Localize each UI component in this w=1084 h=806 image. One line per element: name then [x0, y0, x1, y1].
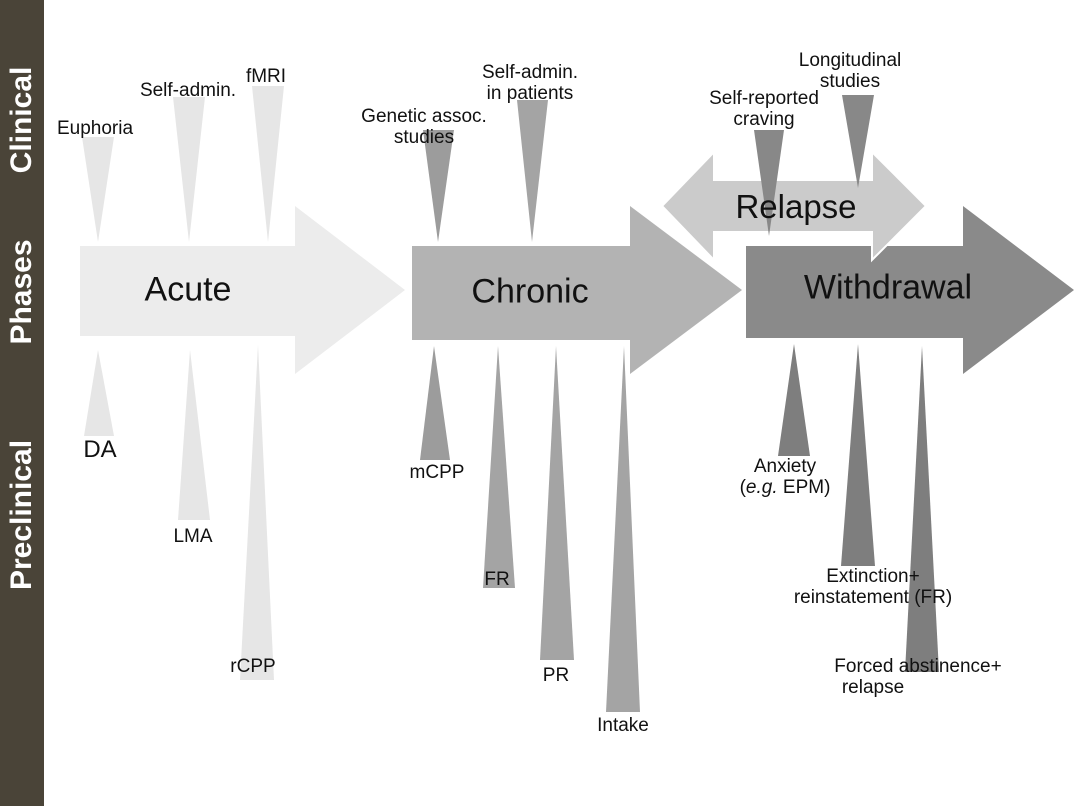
label-da: DA	[83, 436, 117, 463]
label-pr: PR	[542, 665, 570, 686]
phase-label-relapse: Relapse	[735, 188, 857, 225]
extinction-triangle	[841, 344, 875, 566]
euphoria-triangle	[82, 137, 114, 242]
forced-abstinence-triangle	[905, 346, 939, 672]
withdrawal-arrow	[746, 206, 1074, 374]
label-anxiety-rest: EPM)	[777, 477, 831, 498]
label-self-admin-patients-line1: Self-admin.	[481, 62, 579, 83]
intake-triangle	[606, 346, 640, 712]
label-fmri: fMRI	[245, 66, 287, 87]
label-craving-line2: craving	[733, 109, 795, 130]
rcpp-triangle	[240, 345, 274, 680]
label-forced-abstinence: Forced abstinence+ relapse	[834, 656, 1001, 698]
phase-label-withdrawal: Withdrawal	[803, 268, 973, 307]
label-longitudinal: Longitudinal studies	[799, 50, 901, 92]
fr-triangle	[483, 346, 515, 588]
chronic-arrow	[412, 206, 742, 374]
mcpp-triangle	[420, 346, 450, 460]
label-anxiety-eg: e.g.	[745, 477, 778, 498]
craving-triangle	[754, 130, 784, 236]
self-admin-patients-triangle	[517, 100, 548, 242]
label-forced-line2: relapse	[841, 677, 905, 698]
label-craving: Self-reported craving	[709, 88, 819, 130]
label-anxiety: Anxiety (e.g. EPM)	[740, 456, 831, 498]
side-label-phases: Phases	[5, 239, 38, 345]
label-euphoria: Euphoria	[56, 118, 134, 139]
label-genetic-line1: Genetic assoc.	[361, 106, 487, 127]
label-forced-line1: Forced abstinence+	[834, 656, 1002, 677]
label-self-admin-patients: Self-admin. in patients	[482, 62, 578, 104]
acute-arrow	[80, 206, 405, 374]
phase-label-acute: Acute	[144, 270, 232, 309]
self-admin-triangle	[173, 97, 205, 242]
side-label-preclinical: Preclinical	[5, 439, 38, 591]
label-rcpp: rCPP	[230, 656, 276, 677]
side-bar	[0, 0, 44, 806]
label-fr: FR	[484, 569, 510, 590]
label-longitudinal-line2: studies	[819, 71, 881, 92]
label-genetic-line2: studies	[393, 127, 455, 148]
label-extinction-line2: reinstatement (FR)	[793, 587, 953, 608]
phase-label-chronic: Chronic	[471, 272, 589, 311]
relapse-arrow	[660, 149, 928, 263]
label-anxiety-line2: (e.g. EPM)	[739, 477, 831, 498]
lma-triangle	[178, 350, 210, 520]
fmri-triangle	[252, 86, 284, 242]
genetic-assoc-triangle	[423, 130, 454, 242]
label-genetic-assoc: Genetic assoc. studies	[361, 106, 487, 148]
label-self-admin-patients-line2: in patients	[486, 83, 574, 104]
side-label-clinical: Clinical	[5, 66, 38, 174]
anxiety-triangle	[778, 344, 810, 456]
label-lma: LMA	[173, 526, 213, 547]
label-anxiety-line1: Anxiety	[753, 456, 817, 477]
label-extinction-line1: Extinction+	[826, 566, 920, 587]
label-craving-line1: Self-reported	[709, 88, 819, 109]
label-mcpp: mCPP	[409, 462, 465, 483]
label-self-admin: Self-admin.	[139, 80, 237, 101]
pr-triangle	[540, 346, 574, 660]
label-longitudinal-line1: Longitudinal	[798, 50, 902, 71]
da-triangle	[84, 350, 114, 436]
label-intake: Intake	[597, 715, 649, 736]
longitudinal-triangle	[842, 95, 874, 188]
label-extinction: Extinction+ reinstatement (FR)	[794, 566, 952, 608]
